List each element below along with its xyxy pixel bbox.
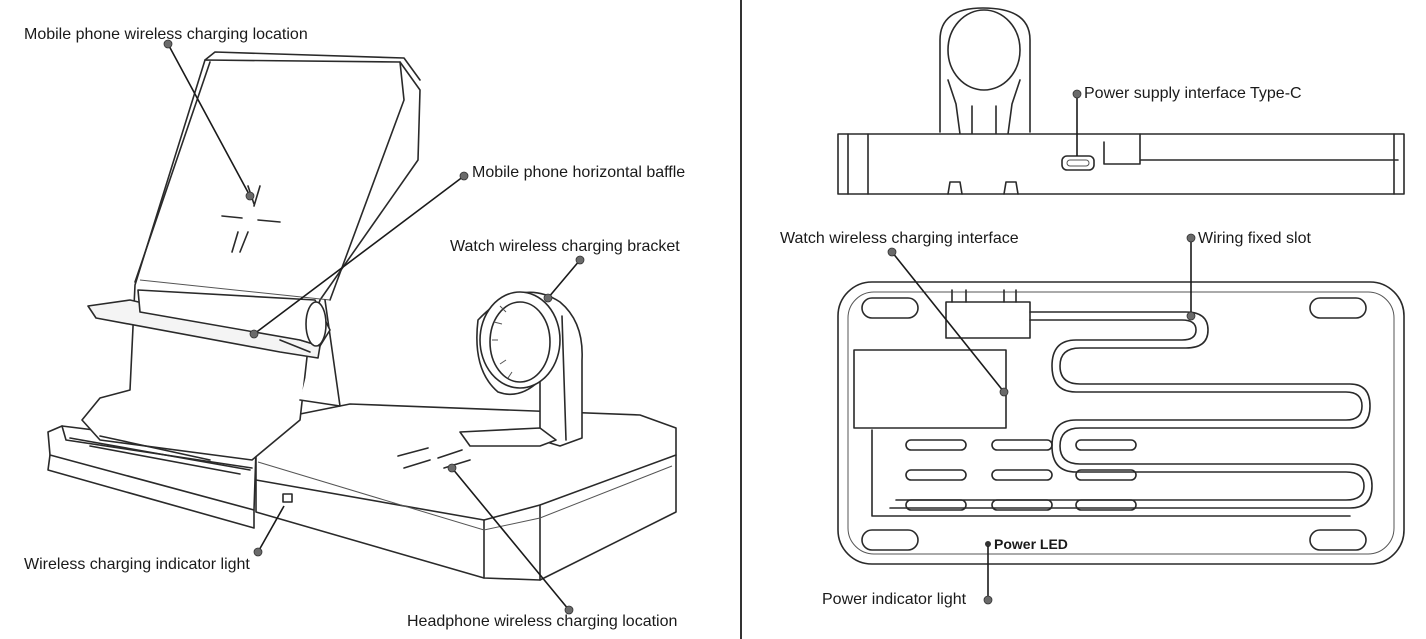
- label-phone-charging-location: Mobile phone wireless charging location: [24, 26, 308, 43]
- label-phone-baffle: Mobile phone horizontal baffle: [472, 164, 686, 181]
- headphone-coil-icon: [397, 447, 471, 469]
- label-power-indicator: Power indicator light: [822, 591, 967, 608]
- vent-slots: [905, 439, 1137, 511]
- label-headphone-location: Headphone wireless charging location: [407, 613, 678, 630]
- label-watch-interface: Watch wireless charging interface: [780, 230, 1019, 247]
- indicator-light-icon: [282, 493, 293, 503]
- label-wiring-slot: Wiring fixed slot: [1198, 230, 1311, 247]
- phone-stand: [69, 51, 421, 475]
- power-led-engraving: Power LED: [994, 536, 1068, 552]
- power-led-icon: [985, 541, 991, 547]
- charger-bottom-view: [837, 233, 1405, 605]
- label-watch-bracket: Watch wireless charging bracket: [450, 238, 680, 255]
- label-power-interface: Power supply interface Type-C: [1084, 85, 1302, 102]
- type-c-port-icon: [1061, 155, 1095, 171]
- label-indicator-light: Wireless charging indicator light: [24, 556, 250, 573]
- watch-bracket: [459, 291, 583, 447]
- charger-3d-view: [47, 39, 677, 615]
- left-pointers: [163, 39, 585, 615]
- charger-side-view: [837, 7, 1405, 195]
